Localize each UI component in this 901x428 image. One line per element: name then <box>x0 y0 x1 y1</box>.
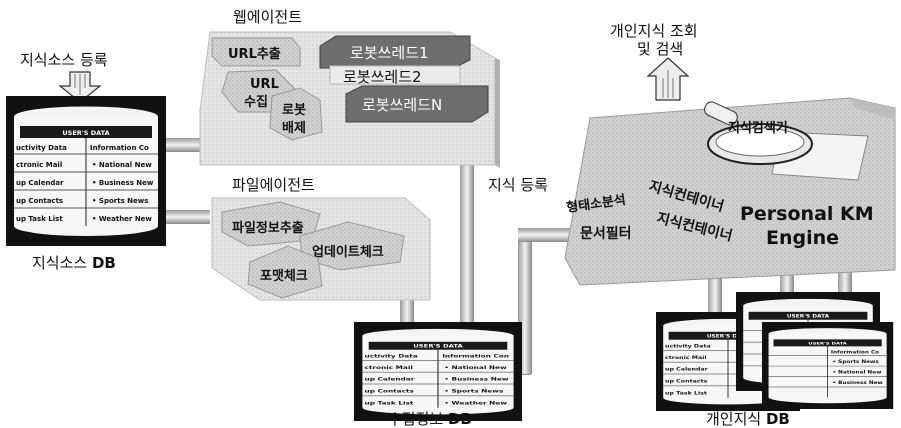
svg-text:배제: 배제 <box>282 120 306 136</box>
db-right-item: • Weather New <box>92 215 152 223</box>
update-check-block: 업데이트체크 <box>299 221 405 271</box>
format-check-block: 포맷체크 <box>247 245 323 299</box>
svg-text:up Task List: up Task List <box>365 401 414 406</box>
svg-text:up Task List: up Task List <box>665 391 707 396</box>
knowledge-searcher-label: 지식검색기 <box>728 120 788 136</box>
svg-text:업데이트체크: 업데이트체크 <box>312 244 384 260</box>
robot-thread-n-block: 로봇쓰레드N <box>345 85 489 123</box>
up-arrow-icon <box>646 57 690 101</box>
svg-text:• National New: • National New <box>444 365 507 370</box>
svg-text:USER'S DATA: USER'S DATA <box>413 345 463 350</box>
svg-text:up Calendar: up Calendar <box>365 377 415 382</box>
svg-text:up Contacts: up Contacts <box>665 379 708 384</box>
svg-text:USER'S DATA: USER'S DATA <box>787 314 829 319</box>
svg-text:로봇: 로봇 <box>282 103 306 118</box>
knowledge-register-label: 지식 등록 <box>488 176 548 194</box>
svg-text:ctronic Mail: ctronic Mail <box>365 365 413 370</box>
db-right-item: • Sports News <box>92 197 148 205</box>
db-col-left-title: uctivity Data <box>16 144 67 152</box>
svg-text:USER'S DATA: USER'S DATA <box>808 341 847 346</box>
db-right-item: • National New <box>92 161 152 169</box>
personal-query-label: 개인지식 조회 <box>610 22 698 40</box>
svg-text:up Calendar: up Calendar <box>665 367 708 372</box>
svg-text:uctivity Data: uctivity Data <box>365 354 418 359</box>
db-left-item: up Task List <box>16 215 63 223</box>
db-left-item: ctronic Mail <box>16 161 62 169</box>
personal-query-label-2: 및 검색 <box>637 40 683 58</box>
svg-text:• Sports News: • Sports News <box>444 389 504 394</box>
file-agent-label: 파일에이전트 <box>232 176 315 194</box>
svg-text:Information Con: Information Con <box>442 354 509 359</box>
svg-text:• National New: • National New <box>833 370 882 375</box>
svg-text:파일정보추출: 파일정보추출 <box>232 220 304 236</box>
svg-text:로봇쓰레드1: 로봇쓰레드1 <box>350 44 429 62</box>
svg-text:URL추출: URL추출 <box>228 46 281 62</box>
knowledge-source-register-label: 지식소스 등록 <box>20 51 108 69</box>
source-db-label: 지식소스 DB <box>32 254 116 272</box>
svg-text:로봇쓰레드2: 로봇쓰레드2 <box>343 68 422 86</box>
robot-exclude-block: 로봇 배제 <box>269 87 323 141</box>
svg-text:수집: 수집 <box>244 95 268 110</box>
pipe-source-to-file <box>160 210 210 224</box>
url-extract-block: URL추출 <box>211 37 301 67</box>
collected-db-label: 수집정보 DB <box>388 410 472 428</box>
engine-title-line2: Engine <box>766 227 839 249</box>
robot-thread-2-block: 로봇쓰레드2 <box>329 65 461 86</box>
engine-title-line1: Personal KM <box>740 203 874 225</box>
svg-text:USER'S DATA: USER'S DATA <box>707 334 749 339</box>
svg-text:로봇쓰레드N: 로봇쓰레드N <box>362 96 442 114</box>
svg-text:포맷체크: 포맷체크 <box>260 268 308 284</box>
svg-text:• Business New: • Business New <box>833 381 884 386</box>
db-left-item: up Contacts <box>16 197 63 205</box>
db-left-item: up Calendar <box>16 179 64 187</box>
db-right-item: • Business New <box>92 179 154 187</box>
svg-text:uctivity Data: uctivity Data <box>665 344 711 349</box>
svg-text:• Sports News: • Sports News <box>833 360 879 365</box>
svg-text:URL: URL <box>250 77 279 92</box>
web-agent-label: 웹에이전트 <box>233 8 302 26</box>
personal-db-label: 개인지식 DB <box>706 410 790 428</box>
svg-text:Information Co: Information Co <box>831 350 880 355</box>
db-header: USER'S DATA <box>62 129 109 137</box>
svg-text:• Business New: • Business New <box>444 377 509 382</box>
collected-info-db: USER'S DATA uctivity Data Information Co… <box>353 321 523 422</box>
db-col-right-title: Information Co <box>90 144 149 152</box>
magnifier-icon <box>704 101 869 181</box>
personal-knowledge-db-1: USER'S DATA uctivity Data ctronic Mail u… <box>655 311 801 412</box>
personal-knowledge-db-3: USER'S DATA Information Co • Sports News… <box>761 321 894 410</box>
svg-text:ctronic Mail: ctronic Mail <box>665 356 707 361</box>
pipe-source-to-web <box>160 138 210 152</box>
knowledge-source-db: USER'S DATA uctivity Data Information Co… <box>5 95 167 247</box>
file-info-extract-block: 파일정보추출 <box>221 201 321 247</box>
pipe-web-down <box>460 150 474 328</box>
robot-thread-1-block: 로봇쓰레드1 <box>319 35 471 69</box>
svg-text:• Weather New: • Weather New <box>444 401 507 406</box>
svg-text:up Contacts: up Contacts <box>365 389 415 394</box>
down-arrow-icon <box>58 71 102 103</box>
doc-filter-label: 문서필터 <box>580 225 632 242</box>
